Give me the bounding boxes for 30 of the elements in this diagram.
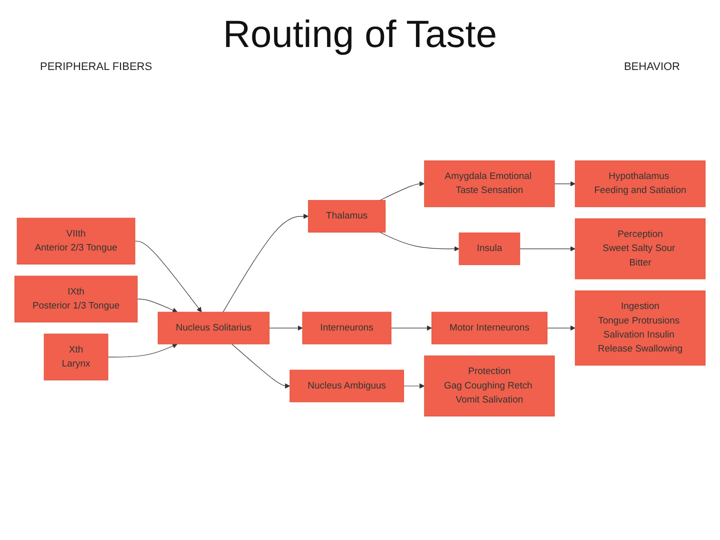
title: Routing of Taste — [222, 14, 498, 57]
arrow — [554, 180, 576, 186]
node-box: IXth Posterior 1/3 Tongue — [14, 275, 138, 322]
node-box: Protection Gag Coughing Retch Vomit Salivation — [424, 355, 555, 416]
arrow — [222, 213, 309, 312]
arrow — [232, 343, 290, 388]
node-box: Insula — [458, 232, 520, 265]
node-box: Interneurons — [302, 311, 392, 344]
arrow — [137, 298, 178, 312]
node-box: Xth Larynx — [44, 333, 108, 380]
arrow — [390, 325, 432, 330]
arrow — [134, 240, 202, 312]
arrow — [546, 325, 576, 330]
section-heading: BEHAVIOR — [624, 61, 680, 73]
node-box: Amygdala Emotional Taste Sensation — [424, 160, 555, 207]
node-box: Motor Interneurons — [431, 311, 548, 344]
arrow — [380, 180, 425, 200]
node-box: Perception Sweet Salty Sour Bitter — [574, 218, 706, 279]
arrow — [380, 232, 460, 251]
arrow — [108, 343, 178, 357]
node-box: Thalamus — [308, 200, 386, 232]
node-box: Nucleus Solitarius — [158, 311, 270, 344]
node-box: Hypothalamus Feeding and Satiation — [574, 160, 706, 207]
node-box: VIIth Anterior 2/3 Tongue — [16, 217, 136, 264]
arrow — [520, 246, 576, 251]
node-box: Nucleus Ambiguus — [290, 369, 404, 402]
arrow — [403, 382, 425, 388]
section-heading: PERIPHERAL FIBERS — [40, 61, 152, 73]
arrow — [268, 325, 303, 330]
node-box: Ingestion Tongue Protrusions Salivation Insulin Release Swallowing — [574, 290, 706, 366]
